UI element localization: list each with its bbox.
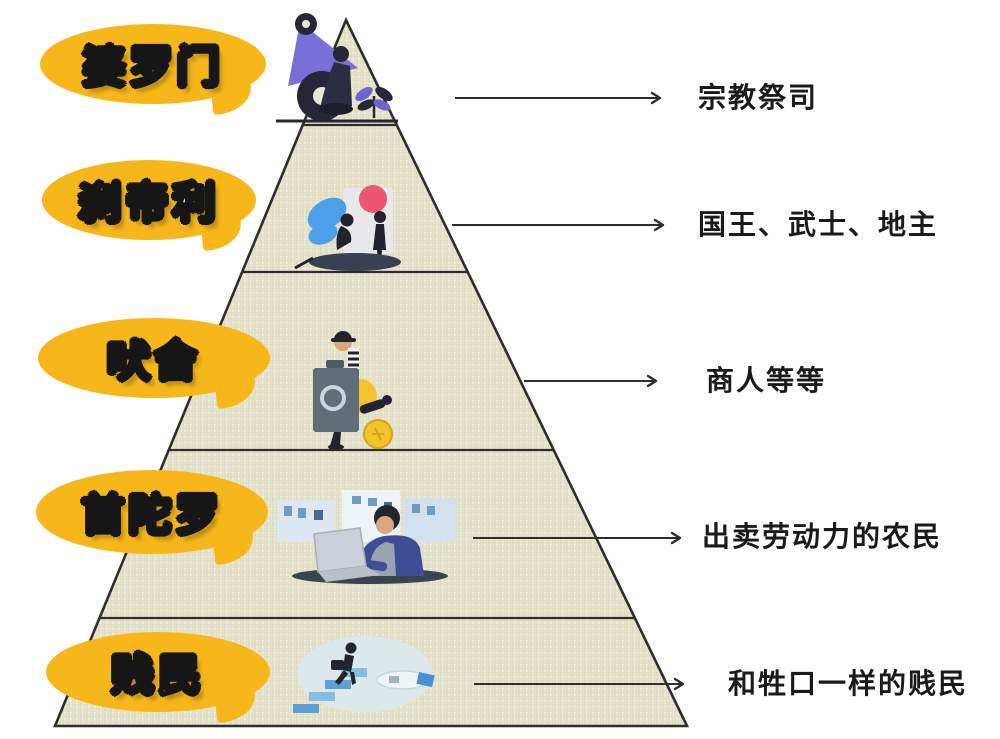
- tier-5-description: 和牲口一样的贱民: [728, 667, 969, 700]
- stair-climber-illustration: [293, 636, 435, 713]
- tier-2-description: 国王、武士、地主: [698, 208, 939, 241]
- tier-2-caste-label-text: 刹帝利: [77, 178, 220, 231]
- tier-3-description: 商人等等: [706, 364, 827, 397]
- plant-icon: [355, 86, 393, 118]
- tier-4-description: 出卖劳动力的农民: [702, 520, 943, 553]
- tier-3-caste-label-text: 吠舍: [106, 336, 201, 389]
- tier-1-caste-label-text: 婆罗门: [81, 42, 224, 95]
- meditating-priest-illustration: [276, 13, 398, 123]
- winged-figure-illustration: [294, 185, 401, 271]
- pointer-arrows: [452, 91, 685, 691]
- tier-5-caste-label: 贱民: [46, 632, 270, 724]
- tier-divider-lines: [100, 123, 635, 620]
- tier-2-caste-label: 刹帝利: [42, 160, 256, 252]
- tier-5-caste-label-text: 贱民: [110, 650, 205, 703]
- tier-3-caste-label: 吠舍: [38, 318, 270, 410]
- laborer-at-laptop-illustration: [277, 490, 456, 584]
- tier-1-description: 宗教祭司: [698, 81, 819, 114]
- tier-4-caste-label-text: 首陀罗: [80, 490, 223, 543]
- tier-4-caste-label: 首陀罗: [36, 470, 268, 566]
- tier-1-caste-label: 婆罗门: [40, 24, 266, 116]
- merchant-safe-coins-illustration: [313, 331, 393, 450]
